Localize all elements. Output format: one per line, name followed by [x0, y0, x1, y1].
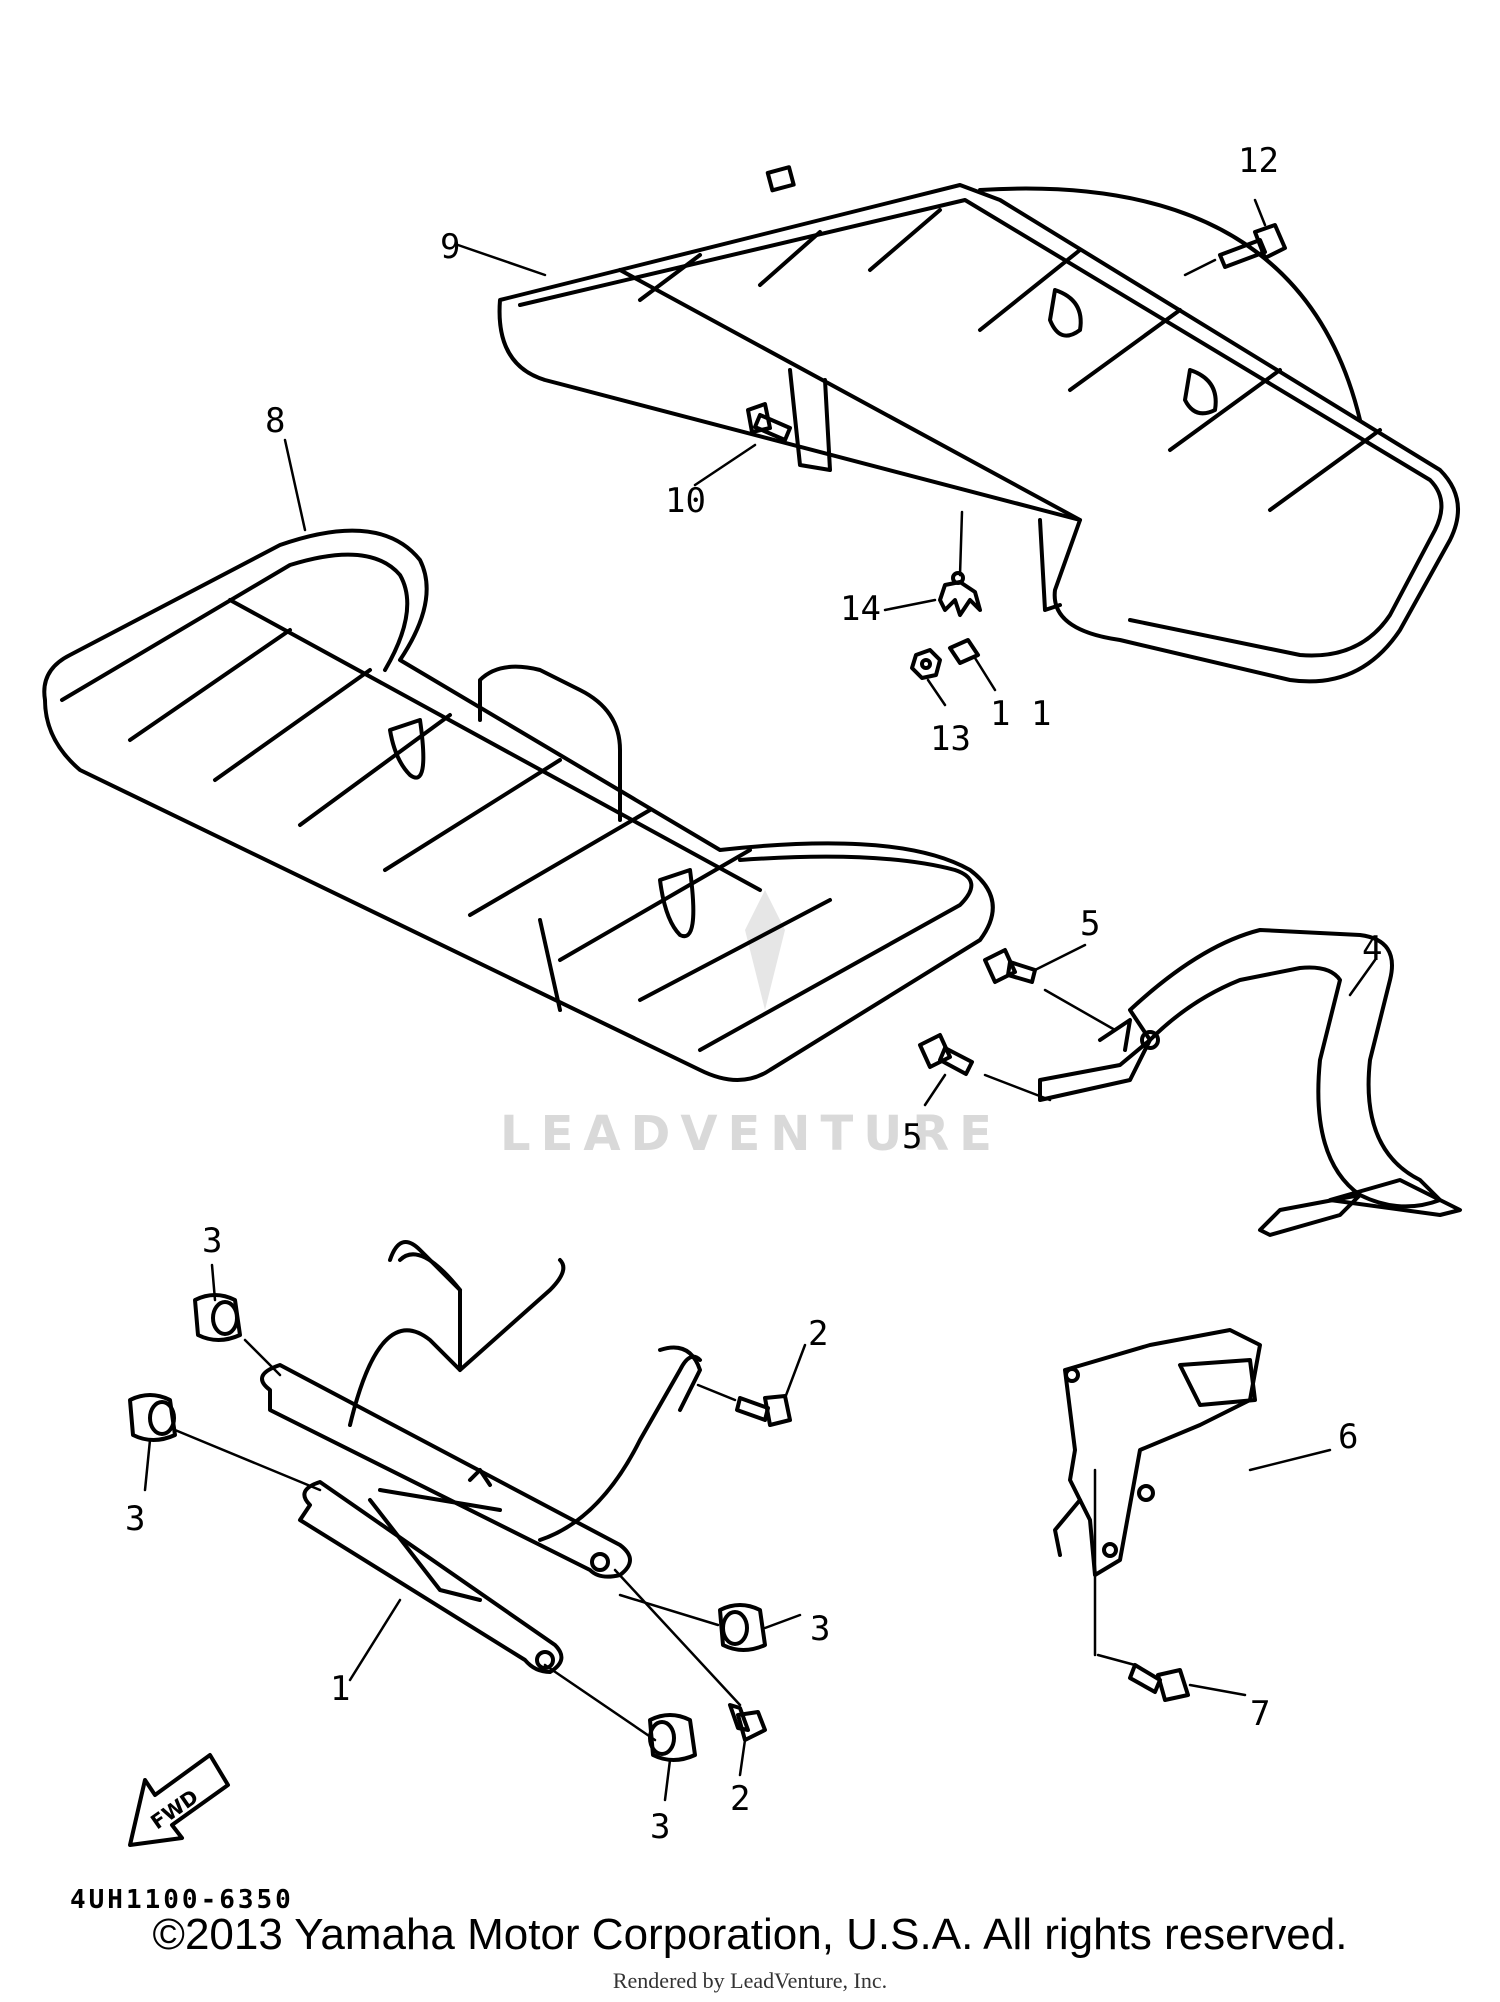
rear-carrier-rack	[497, 165, 1460, 684]
bolt-10	[746, 402, 792, 442]
callout-14: 14	[840, 589, 881, 629]
fwd-arrow: FWD	[128, 1753, 230, 1847]
bolt-7	[1093, 1468, 1190, 1702]
bolt-5b	[918, 1033, 1052, 1102]
callout-2-top: 2	[808, 1314, 828, 1354]
callout-3-bottom: 3	[650, 1807, 670, 1847]
diagram-code: 4UH1100-6350	[70, 1885, 294, 1915]
grommet-3c	[718, 1603, 767, 1652]
callout-3-top: 3	[202, 1221, 222, 1261]
rear-bracket-tube	[1038, 928, 1462, 1237]
callout-3-right: 3	[810, 1609, 830, 1649]
callout-1: 1	[330, 1669, 350, 1709]
rendered-by-notice: Rendered by LeadVenture, Inc.	[612, 1968, 888, 1993]
callout-8: 8	[265, 401, 285, 441]
bolt-5a	[983, 948, 1117, 1032]
bracket-plate	[1053, 1328, 1262, 1577]
callout-13: 13	[930, 719, 971, 759]
callout-12: 12	[1238, 141, 1279, 181]
callout-7: 7	[1250, 1694, 1270, 1734]
callout-9: 9	[440, 227, 460, 267]
grommet-3a	[193, 1293, 242, 1342]
grommet-3b	[128, 1393, 177, 1442]
callout-3-left: 3	[125, 1499, 145, 1539]
callout-11: 1 1	[990, 694, 1051, 734]
callout-4: 4	[1362, 929, 1382, 969]
front-guard	[260, 1240, 702, 1674]
leadventure-watermark: LEADVENTURE	[500, 890, 1002, 1162]
callout-5-top: 5	[1080, 904, 1100, 944]
grommet-3d	[648, 1713, 697, 1762]
bolt-2b	[728, 1703, 767, 1742]
leader-lines	[143, 198, 1377, 1802]
callout-10: 10	[665, 481, 706, 521]
watermark-text: LEADVENTURE	[500, 1106, 1002, 1162]
front-carrier-rack	[42, 528, 995, 1082]
collar-11	[948, 638, 980, 665]
callout-5-bottom: 5	[902, 1117, 922, 1157]
nut-13	[910, 648, 942, 680]
callout-2-bottom: 2	[730, 1779, 750, 1819]
clip-14	[938, 510, 982, 617]
copyright-notice: ©2013 Yamaha Motor Corporation, U.S.A. A…	[152, 1910, 1348, 1959]
bolt-2a	[696, 1383, 792, 1427]
bolt-12	[1183, 223, 1287, 277]
callout-6: 6	[1338, 1417, 1358, 1457]
